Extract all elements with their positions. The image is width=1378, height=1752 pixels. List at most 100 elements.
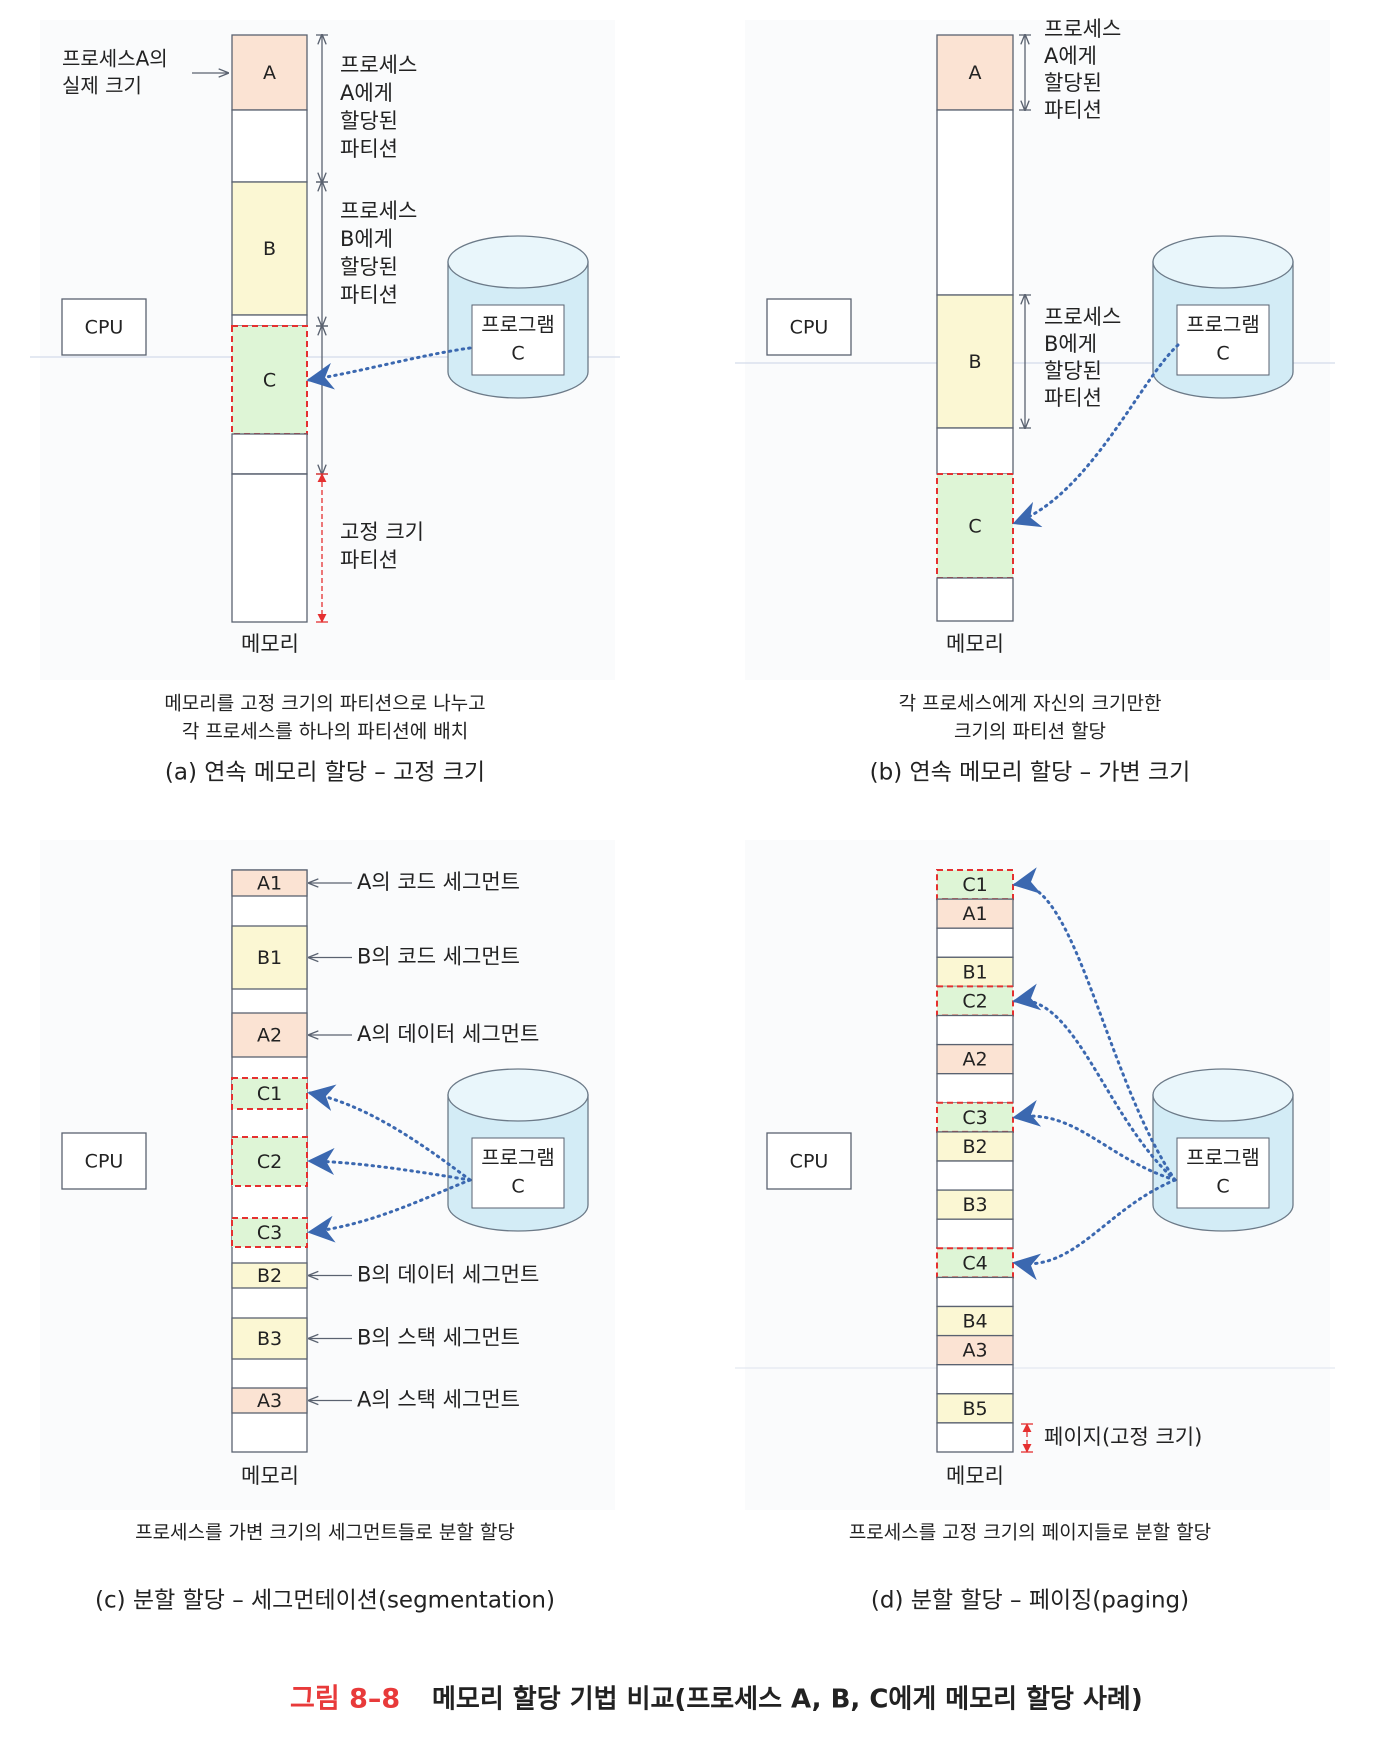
panel-d-page-6 xyxy=(936,1014,1014,1046)
panel-a-block-b-label: B xyxy=(263,238,276,260)
panel-c-segment-c1 xyxy=(231,1077,308,1110)
panel-b-partition-b-label-line-3: 할당된 xyxy=(1044,359,1102,383)
panel-a-fixed-label-line-1: 고정 크기 xyxy=(340,520,424,544)
panel-b-partition-a-label-line-3: 할당된 xyxy=(1044,71,1102,95)
panel-b-partition-a-label-line-4: 파티션 xyxy=(1044,98,1102,122)
panel-c-desc-line-1: 프로세스를 가변 크기의 세그먼트들로 분할 할당 xyxy=(135,1522,515,1544)
panel-c-segment-a2 xyxy=(231,1012,308,1058)
panel-b-disk-line-1: 프로그램 xyxy=(1186,313,1260,337)
panel-d-load-arrow-c3 xyxy=(1012,1100,1177,1182)
panel-b-partition-a-label-line-1: 프로세스 xyxy=(1044,17,1121,41)
panel-b-block-b-label: B xyxy=(968,351,981,373)
panel-d-disk-line-2: C xyxy=(1216,1176,1229,1198)
panel-a-desc-line-2: 각 프로세스를 하나의 파티션에 배치 xyxy=(182,721,468,743)
panel-d-page-17-a3 xyxy=(936,1334,1014,1366)
panel-b-memory-label: 메모리 xyxy=(946,632,1004,656)
figure-caption-text: 메모리 할당 기법 비교(프로세스 A, B, C에게 메모리 할당 사례) xyxy=(432,1685,1143,1715)
panel-d-page-8 xyxy=(936,1073,1014,1104)
panel-c-segment-a3-label: A3 xyxy=(257,1390,282,1412)
panel-c-cpu-label: CPU xyxy=(85,1151,124,1173)
panel-d-page-14-c4-label: C4 xyxy=(962,1252,987,1274)
panel-b-block-c xyxy=(936,473,1014,579)
panel-a-block-c-label: C xyxy=(263,370,276,392)
panel-d-page-19-b5-label: B5 xyxy=(962,1398,987,1420)
panel-a-partition-a-label-line-2: A에게 xyxy=(340,81,393,105)
panel-a-block-b-free xyxy=(231,314,308,327)
panel-a-block-a-free xyxy=(231,109,308,183)
panel-c-caption: (c) 분할 할당 – 세그먼테이션(segmentation) xyxy=(95,1588,555,1614)
panel-a-block-fixed xyxy=(231,473,308,623)
panel-b-partition-b-label-line-2: B에게 xyxy=(1044,332,1097,356)
panel-c-segment-c3 xyxy=(231,1217,308,1248)
panel-c-segment-a3 xyxy=(231,1387,308,1414)
panel-b-block-b xyxy=(936,294,1014,429)
panel-d-page-3 xyxy=(936,927,1014,958)
panel-d-page-18 xyxy=(936,1364,1014,1395)
panel-b-block-c-label: C xyxy=(968,516,981,538)
panel-a-actual-size-line-1: 프로세스A의 xyxy=(62,47,168,71)
panel-a-disk-top xyxy=(447,235,589,289)
panel-c-load-arrow-c2 xyxy=(307,1147,472,1182)
panel-b-cpu xyxy=(766,298,852,356)
panel-a-partition-a-label-line-1: 프로세스 xyxy=(340,53,417,77)
panel-d-disk-top xyxy=(1152,1068,1294,1122)
panel-c-segment-a2-label: A2 xyxy=(257,1025,282,1047)
panel-d-disk-line-1: 프로그램 xyxy=(1186,1146,1260,1170)
panel-b-free-3 xyxy=(936,577,1014,622)
panel-c-segment-b3-label: B3 xyxy=(257,1328,282,1350)
panel-c-segment-a1-desc: A의 코드 세그먼트 xyxy=(357,870,520,894)
panel-c-segment-b2-label: B2 xyxy=(257,1265,282,1287)
panel-c-memory-label: 메모리 xyxy=(241,1464,299,1488)
panel-d-page-20 xyxy=(936,1422,1014,1453)
panel-c-load-arrow-c1 xyxy=(307,1084,472,1182)
panel-a-block-a xyxy=(231,34,308,111)
panel-b-free-1 xyxy=(936,109,1014,296)
panel-c-segment-c3-label: C3 xyxy=(257,1222,282,1244)
panel-a-disk-line-1: 프로그램 xyxy=(481,313,555,337)
panel-d-page-15 xyxy=(936,1276,1014,1308)
panel-a-fixed-label-line-2: 파티션 xyxy=(340,548,398,572)
panel-c-load-arrow-c3 xyxy=(307,1178,472,1243)
panel-a-partition-a-label-line-4: 파티션 xyxy=(340,137,398,161)
panel-b-disk-label-box xyxy=(1176,304,1270,376)
panel-c-segment-c1-label: C1 xyxy=(257,1083,282,1105)
panel-d-page-13 xyxy=(936,1218,1014,1249)
panel-d-page-19-b5 xyxy=(936,1393,1014,1424)
panel-b-partition-b-label-line-1: 프로세스 xyxy=(1044,305,1121,329)
panel-b-disk-line-2: C xyxy=(1216,343,1229,365)
panel-d-disk-label-box xyxy=(1176,1137,1270,1209)
panel-a-block-a-label: A xyxy=(263,62,276,84)
panel-d-page-2-a1 xyxy=(936,898,1014,929)
panel-c-disk-line-2: C xyxy=(511,1176,524,1198)
panel-a-disk-label-box xyxy=(471,304,565,376)
panel-d-page-11 xyxy=(936,1160,1014,1191)
panel-b-partition-a-label-line-2: A에게 xyxy=(1044,44,1097,68)
panel-b-partition-b-label-line-4: 파티션 xyxy=(1044,386,1102,410)
panel-b-disk-top xyxy=(1152,235,1294,289)
panel-d-desc-line-1: 프로세스를 고정 크기의 페이지들로 분할 할당 xyxy=(849,1522,1211,1544)
panel-b-free-2 xyxy=(936,427,1014,475)
panel-d-load-arrow-c4 xyxy=(1012,1178,1177,1281)
panel-d-caption: (d) 분할 할당 – 페이징(paging) xyxy=(871,1588,1189,1614)
panel-d-load-arrow-c1 xyxy=(1012,867,1177,1182)
panel-a-memory-label: 메모리 xyxy=(241,632,299,656)
panel-d-page-4-b1-label: B1 xyxy=(962,961,987,983)
panel-d-page-10-b2 xyxy=(936,1131,1014,1162)
panel-c-segment-c2-label: C2 xyxy=(257,1151,282,1173)
panel-c-segment-a1 xyxy=(231,869,308,897)
panel-d-page-9-c3 xyxy=(936,1101,1014,1133)
panel-c-disk-label-box xyxy=(471,1137,565,1209)
panel-d-page-size-label: 페이지(고정 크기) xyxy=(1044,1425,1202,1449)
panel-a-block-b xyxy=(231,181,308,316)
panel-c-segment-a3-desc: A의 스택 세그먼트 xyxy=(357,1388,520,1412)
panel-b-desc-line-2: 크기의 파티션 할당 xyxy=(954,721,1106,743)
panel-c-segment-b2-desc: B의 데이터 세그먼트 xyxy=(357,1263,539,1287)
panel-a-actual-size-line-2: 실제 크기 xyxy=(62,74,142,98)
panel-a-partition-b-label-line-4: 파티션 xyxy=(340,283,398,307)
panel-b-load-arrow xyxy=(1012,343,1180,528)
panel-a-block-c xyxy=(231,325,308,435)
panel-d-cpu-label: CPU xyxy=(790,1151,829,1173)
panel-d-page-5-c2 xyxy=(936,985,1014,1017)
panel-a-load-arrow xyxy=(306,346,472,390)
